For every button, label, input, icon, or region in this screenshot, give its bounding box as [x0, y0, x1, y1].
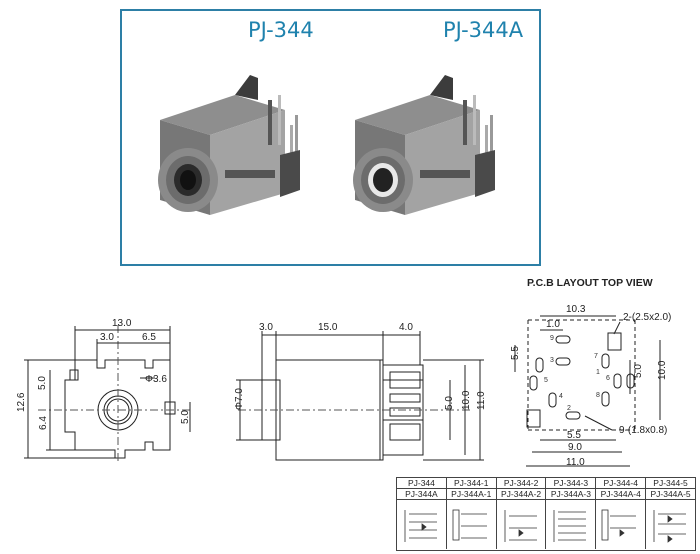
schematic-1: [397, 500, 447, 549]
pcb-pin-6: 6: [606, 375, 610, 382]
front-dim-lower: 6.4: [38, 416, 49, 430]
pcb-pin-5: 5: [544, 377, 548, 384]
jack-render-pj344: [158, 75, 300, 215]
variant-cell: PJ-344-1: [446, 478, 497, 489]
schematic-4: [546, 500, 597, 549]
front-dim-offset: 3.0: [100, 332, 114, 343]
pcb-dim-bottom-a: 5.5: [567, 430, 581, 441]
pcb-dim-left: 5.5: [510, 346, 521, 360]
variant-cell: PJ-344A-3: [546, 489, 597, 500]
pcb-pin-8: 8: [596, 392, 600, 399]
pcb-dim-bottom-c: 11.0: [566, 457, 585, 468]
side-dim-total-height: 11.0: [476, 391, 487, 410]
schematic-3: [497, 500, 547, 549]
pcb-dim-top: 10.3: [566, 304, 586, 315]
variant-cell: PJ-344A-2: [496, 489, 547, 500]
pcb-pin-9: 9: [550, 335, 554, 342]
front-dim-width: 13.0: [112, 318, 132, 329]
pcb-pin-1: 1: [596, 369, 600, 376]
variant-cell: PJ-344-5: [646, 478, 695, 489]
schematic-2: [447, 500, 497, 549]
pcb-dim-slot: 9-(1.8x0.8): [619, 425, 667, 436]
front-dim-height: 12.6: [16, 392, 27, 412]
variant-row-2: PJ-344A PJ-344A-1 PJ-344A-2 PJ-344A-3 PJ…: [397, 489, 695, 500]
pcb-dim-bottom-b: 9.0: [568, 442, 582, 453]
product-title-2: PJ-344A: [443, 18, 524, 42]
pcb-pin-4: 4: [559, 393, 563, 400]
pcb-pin-2: 2: [567, 405, 571, 412]
variant-cell: PJ-344A-4: [596, 489, 647, 500]
pcb-pin-7: 7: [594, 353, 598, 360]
pcb-dim-height: 10.0: [657, 360, 668, 380]
variant-schematics: [397, 500, 695, 549]
schematic-5: [596, 500, 647, 549]
variant-cell: PJ-344-4: [596, 478, 647, 489]
pcb-pin-3: 3: [550, 357, 554, 364]
variant-cell: PJ-344-2: [496, 478, 547, 489]
product-title-1: PJ-344: [248, 18, 314, 42]
side-dim-body: 15.0: [318, 322, 338, 333]
variant-cell: PJ-344A-1: [446, 489, 497, 500]
side-dim-tail: 4.0: [399, 322, 413, 333]
schematic-6: [646, 500, 695, 549]
variant-cell: PJ-344A-5: [646, 489, 695, 500]
side-dim-diameter: Φ7.0: [234, 388, 245, 410]
pcb-dim-small: 1.0: [546, 319, 560, 330]
front-dim-upper: 5.0: [37, 376, 48, 390]
variant-table: PJ-344 PJ-344-1 PJ-344-2 PJ-344-3 PJ-344…: [396, 477, 696, 551]
side-dim-inner-height: 10.0: [461, 390, 472, 410]
variant-cell: PJ-344-3: [546, 478, 597, 489]
side-dim-pin-gap: 5.0: [444, 396, 455, 410]
pcb-layout-title: P.C.B LAYOUT TOP VIEW: [527, 277, 653, 289]
front-dim-right-side: 5.0: [180, 410, 191, 424]
pcb-dim-right: 5.0: [633, 364, 644, 378]
front-dim-hole: Φ3.6: [145, 374, 167, 385]
variant-row-1: PJ-344 PJ-344-1 PJ-344-2 PJ-344-3 PJ-344…: [397, 478, 695, 489]
jack-render-pj344a: [353, 75, 495, 215]
pcb-dim-pad: 2-(2.5x2.0): [623, 312, 671, 323]
variant-cell: PJ-344A: [397, 489, 447, 500]
side-dim-left: 3.0: [259, 322, 273, 333]
variant-cell: PJ-344: [397, 478, 447, 489]
front-dim-right: 6.5: [142, 332, 156, 343]
